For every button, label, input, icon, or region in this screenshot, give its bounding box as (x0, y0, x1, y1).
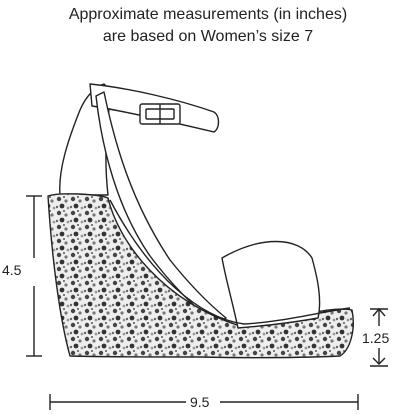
measurement-caption: Approximate measurements (in inches) are… (0, 4, 416, 48)
buckle-icon (139, 103, 181, 125)
length-label: 9.5 (190, 394, 210, 410)
insole-line (109, 199, 351, 325)
sandal-illustration (47, 83, 354, 359)
glitter-wedge (47, 193, 354, 359)
platform-height-dimension (370, 307, 388, 367)
toe-strap (221, 240, 321, 329)
caption-line-1: Approximate measurements (in inches) (68, 6, 348, 23)
heel-height-dimension (26, 195, 42, 357)
caption-line-2: are based on Women’s size 7 (102, 28, 314, 45)
platform-height-label: 1.25 (362, 330, 390, 346)
length-dimension (49, 394, 359, 410)
heel-height-label: 4.5 (2, 262, 22, 278)
